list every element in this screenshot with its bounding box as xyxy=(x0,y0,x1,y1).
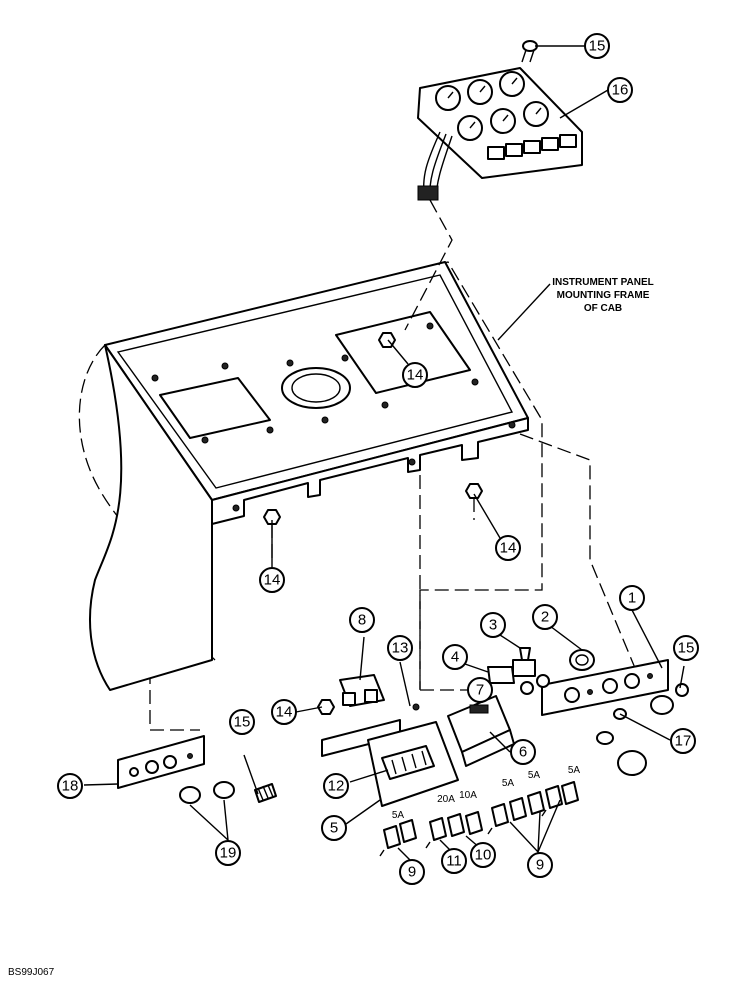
callout-15-left-label: 15 xyxy=(234,714,251,731)
callout-6-label: 6 xyxy=(519,744,527,761)
callout-15-right-label: 15 xyxy=(678,640,695,657)
reference-code: BS99J067 xyxy=(8,967,55,978)
gauge-cluster xyxy=(417,67,583,201)
callout-11: 11 xyxy=(441,848,467,874)
frame-label-line-2: MOUNTING FRAME xyxy=(557,290,650,301)
callout-14-a: 14 xyxy=(402,362,428,388)
callout-13: 13 xyxy=(387,635,413,661)
callout-3: 3 xyxy=(480,612,506,638)
callout-14-b: 14 xyxy=(259,567,285,593)
callout-9-right: 9 xyxy=(527,852,553,878)
fuse-rating-2: 20A xyxy=(437,794,455,805)
fuse-rating-3: 10A xyxy=(459,790,477,801)
callout-7: 7 xyxy=(467,677,493,703)
callout-13-label: 13 xyxy=(392,640,409,657)
callout-6: 6 xyxy=(510,739,536,765)
callout-5-label: 5 xyxy=(330,820,338,837)
fuse-rating-6: 5A xyxy=(568,765,581,776)
callout-14-d: 14 xyxy=(271,699,297,725)
callout-19: 19 xyxy=(215,840,241,866)
relay-bracket-assembly xyxy=(321,674,515,807)
callout-10: 10 xyxy=(470,842,496,868)
callout-9-left: 9 xyxy=(399,859,425,885)
callout-14-b-label: 14 xyxy=(264,572,281,589)
callout-5: 5 xyxy=(321,815,347,841)
callout-14-c-label: 14 xyxy=(500,540,517,557)
callout-3-label: 3 xyxy=(489,617,497,634)
callout-1-label: 1 xyxy=(628,590,636,607)
callout-9-right-label: 9 xyxy=(536,857,544,874)
callout-12: 12 xyxy=(323,773,349,799)
callout-1: 1 xyxy=(619,585,645,611)
callout-16-label: 16 xyxy=(612,82,629,99)
callout-14-a-label: 14 xyxy=(407,367,424,384)
screw-15-top xyxy=(521,40,538,63)
callout-4: 4 xyxy=(442,644,468,670)
callout-15-top-label: 15 xyxy=(589,38,606,55)
callout-16: 16 xyxy=(607,77,633,103)
callout-19-label: 19 xyxy=(220,845,237,862)
callout-7-label: 7 xyxy=(476,682,484,699)
nut-14-b xyxy=(263,509,281,525)
fuse-rating-5: 5A xyxy=(528,770,541,781)
callout-12-label: 12 xyxy=(328,778,345,795)
nut-14-d xyxy=(317,699,335,715)
fuses xyxy=(379,781,579,857)
callout-10-label: 10 xyxy=(475,847,492,864)
callout-8: 8 xyxy=(349,607,375,633)
plate-18 xyxy=(117,735,277,804)
callout-14-d-label: 14 xyxy=(276,704,293,721)
callout-2: 2 xyxy=(532,604,558,630)
callout-15-top: 15 xyxy=(584,33,610,59)
callout-18: 18 xyxy=(57,773,83,799)
callout-15-right: 15 xyxy=(673,635,699,661)
leader-lines xyxy=(83,45,685,861)
callout-18-label: 18 xyxy=(62,778,79,795)
callout-2-label: 2 xyxy=(541,609,549,626)
instrument-panel xyxy=(89,261,529,691)
callout-14-c: 14 xyxy=(495,535,521,561)
callout-9-left-label: 9 xyxy=(408,864,416,881)
callout-15-left: 15 xyxy=(229,709,255,735)
callout-4-label: 4 xyxy=(451,649,459,666)
callout-11-label: 11 xyxy=(446,853,462,870)
nut-14-c xyxy=(465,483,483,499)
frame-label-line-3: OF CAB xyxy=(584,303,622,314)
fuse-rating-4: 5A xyxy=(502,778,515,789)
callout-17: 17 xyxy=(670,728,696,754)
callout-17-label: 17 xyxy=(675,733,692,750)
callout-8-label: 8 xyxy=(358,612,366,629)
frame-label-line-1: INSTRUMENT PANEL xyxy=(552,277,653,288)
switch-plate xyxy=(487,647,689,776)
fuse-rating-1: 5A xyxy=(392,810,405,821)
